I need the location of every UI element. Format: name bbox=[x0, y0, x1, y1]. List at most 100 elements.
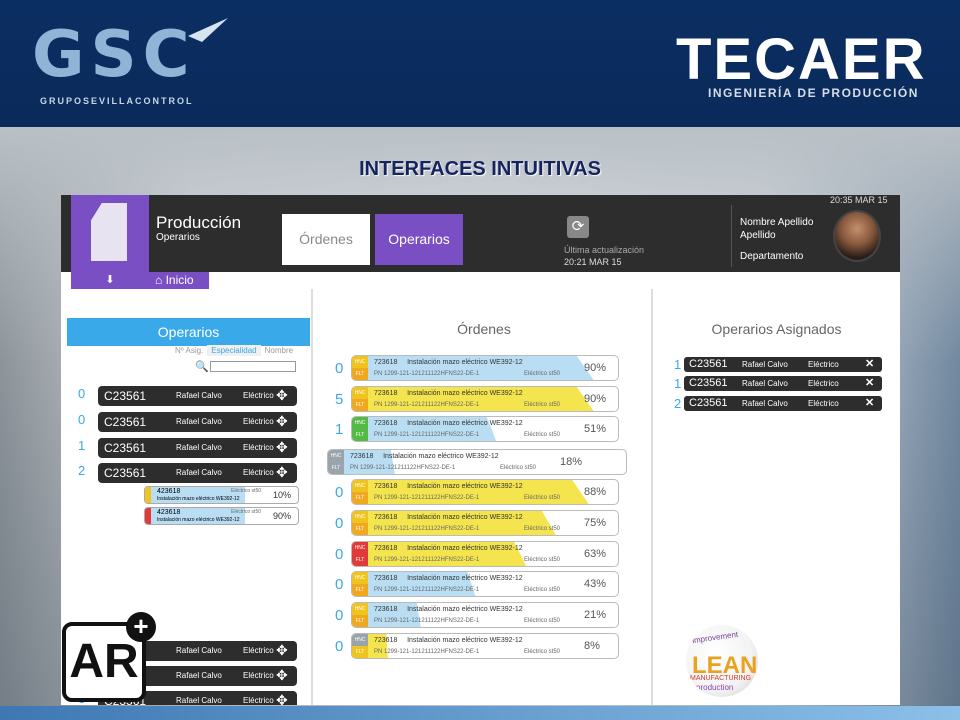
remove-icon[interactable]: ✕ bbox=[865, 397, 875, 409]
order-card[interactable]: HNC FLT 723618 Instalación mazo eléctric… bbox=[351, 541, 619, 567]
assigned-order[interactable]: 423618 Instalación mazo eléctrico WE392-… bbox=[144, 507, 299, 525]
hnc-label: HNC bbox=[352, 634, 368, 646]
order-location: Eléctrico st50 bbox=[231, 488, 262, 494]
sort-asig[interactable]: Nº Asig. bbox=[175, 346, 204, 355]
order-card[interactable]: HNC FLT 723618 Instalación mazo eléctric… bbox=[351, 355, 619, 381]
order-row[interactable]: 0 HNC FLT 723618 Instalación mazo eléctr… bbox=[335, 571, 635, 597]
operario-specialty: Eléctrico bbox=[808, 379, 839, 388]
order-row[interactable]: 5 HNC FLT 723618 Instalación mazo eléctr… bbox=[335, 386, 635, 412]
search-icon[interactable]: 🔍 bbox=[195, 361, 209, 373]
assigned-order[interactable]: 423618 Instalación mazo eléctrico WE392-… bbox=[144, 486, 299, 504]
slide-headline: INTERFACES INTUITIVAS bbox=[359, 158, 601, 180]
drag-handle-icon[interactable]: ✥ bbox=[276, 413, 288, 429]
sort-nombre[interactable]: Nombre bbox=[264, 346, 294, 355]
assign-count: 0 bbox=[78, 412, 86, 427]
user-name: Nombre Apellido Apellido bbox=[740, 217, 814, 241]
order-card[interactable]: HNC FLT 723618 Instalación mazo eléctric… bbox=[351, 633, 619, 659]
order-pn: PN 1299-121-121211122HFNS22-DE-1 bbox=[374, 495, 480, 501]
drag-handle-icon[interactable]: ✥ bbox=[276, 667, 288, 683]
operario-specialty: Eléctrico bbox=[243, 646, 274, 655]
assigned-operario-card[interactable]: C23561 Rafael Calvo Eléctrico ✕ bbox=[684, 357, 882, 372]
progress-fill bbox=[368, 417, 497, 441]
order-percent: 8% bbox=[584, 640, 600, 652]
hnc-label: HNC bbox=[352, 387, 368, 399]
assigned-operario-card[interactable]: C23561 Rafael Calvo Eléctrico ✕ bbox=[684, 396, 882, 411]
operario-code: C23561 bbox=[689, 397, 728, 409]
order-pn: PN 1299-121-121211122HFNS22-DE-1 bbox=[350, 465, 456, 471]
order-code-desc: 723618 Instalación mazo eléctrico WE392-… bbox=[374, 359, 523, 366]
operario-card[interactable]: C23561 Rafael Calvo Eléctrico ✥ bbox=[98, 412, 297, 432]
home-button[interactable]: ⌂ Inicio bbox=[149, 272, 209, 289]
order-code: 423618 bbox=[157, 488, 181, 495]
order-location: Eléctrico st50 bbox=[524, 557, 561, 563]
user-department: Departamento bbox=[740, 251, 804, 262]
assign-count: 2 bbox=[674, 396, 682, 411]
assigned-operario-card[interactable]: C23561 Rafael Calvo Eléctrico ✕ bbox=[684, 376, 882, 391]
document-icon[interactable] bbox=[71, 195, 149, 272]
operario-card[interactable]: C23561 Rafael Calvo Eléctrico ✥ bbox=[98, 463, 297, 483]
order-card[interactable]: HNC FLT 723618 Instalación mazo eléctric… bbox=[351, 416, 619, 442]
assigned-operario-row[interactable]: 1 C23561 Rafael Calvo Eléctrico ✕ bbox=[674, 357, 882, 372]
order-row[interactable]: 0 HNC FLT 723618 Instalación mazo eléctr… bbox=[335, 541, 635, 567]
order-card[interactable]: HNC FLT 723618 Instalación mazo eléctric… bbox=[351, 386, 619, 412]
operario-specialty: Eléctrico bbox=[243, 391, 274, 400]
order-card[interactable]: HNC FLT 723618 Instalación mazo eléctric… bbox=[351, 479, 619, 505]
asignados-panel: Operarios Asignados 1 C23561 Rafael Calv… bbox=[653, 289, 900, 705]
assign-count: 1 bbox=[335, 421, 344, 438]
order-row[interactable]: 0 HNC FLT 723618 Instalación mazo eléctr… bbox=[335, 510, 635, 536]
search-input[interactable] bbox=[210, 361, 296, 372]
order-row[interactable]: 1 HNC FLT 723618 Instalación mazo eléctr… bbox=[335, 416, 635, 442]
hnc-label: HNC bbox=[352, 603, 368, 615]
assign-count: 0 bbox=[335, 607, 344, 624]
order-location: Eléctrico st50 bbox=[524, 649, 561, 655]
flt-label: FLT bbox=[352, 646, 368, 658]
operario-row[interactable]: 0 C23561 Rafael Calvo Eléctrico ✥ bbox=[78, 412, 297, 432]
sync-icon[interactable]: ⟳ bbox=[567, 216, 589, 238]
remove-icon[interactable]: ✕ bbox=[865, 358, 875, 370]
order-code-desc: 723618 Instalación mazo eléctrico WE392-… bbox=[374, 420, 523, 427]
order-row[interactable]: 0 HNC FLT 723618 Instalación mazo eléctr… bbox=[335, 355, 635, 381]
order-percent: 75% bbox=[584, 517, 607, 529]
order-card[interactable]: HNC FLT 723618 Instalación mazo eléctric… bbox=[327, 449, 627, 475]
operario-name: Rafael Calvo bbox=[742, 399, 788, 408]
operario-card[interactable]: C23561 Rafael Calvo Eléctrico ✥ bbox=[98, 438, 297, 458]
order-pn: PN 1299-121-121211122HFNS22-DE-1 bbox=[374, 526, 480, 532]
order-row[interactable]: 0 HNC FLT 723618 Instalación mazo eléctr… bbox=[335, 479, 635, 505]
operario-row[interactable]: 0 C23561 Rafael Calvo Eléctrico ✥ bbox=[78, 386, 297, 406]
operario-specialty: Eléctrico bbox=[243, 417, 274, 426]
assign-count: 5 bbox=[335, 391, 344, 408]
down-arrow-button[interactable]: ⬇ bbox=[71, 272, 149, 289]
order-card[interactable]: HNC FLT 723618 Instalación mazo eléctric… bbox=[351, 510, 619, 536]
order-row[interactable]: 0 HNC FLT 723618 Instalación mazo eléctr… bbox=[335, 633, 635, 659]
assigned-operario-row[interactable]: 1 C23561 Rafael Calvo Eléctrico ✕ bbox=[674, 376, 882, 391]
header-banner: GSC GRUPOSEVILLACONTROL TECAER INGENIERÍ… bbox=[0, 0, 960, 127]
order-card[interactable]: HNC FLT 723618 Instalación mazo eléctric… bbox=[351, 602, 619, 628]
progress-fill bbox=[368, 356, 595, 380]
drag-handle-icon[interactable]: ✥ bbox=[276, 439, 288, 455]
tab-operarios[interactable]: Operarios bbox=[375, 214, 463, 265]
operario-row[interactable]: 2 C23561 Rafael Calvo Eléctrico ✥ bbox=[78, 463, 297, 483]
assigned-operario-row[interactable]: 2 C23561 Rafael Calvo Eléctrico ✕ bbox=[674, 396, 882, 411]
tab-ordenes[interactable]: Órdenes bbox=[282, 214, 370, 265]
avatar[interactable] bbox=[833, 210, 881, 262]
order-row[interactable]: 3 HNC FLT 723618 Instalación mazo eléctr… bbox=[327, 449, 635, 475]
order-desc: Instalación mazo eléctrico WE392-12 bbox=[157, 517, 240, 523]
order-location: Eléctrico st50 bbox=[524, 432, 561, 438]
drag-handle-icon[interactable]: ✥ bbox=[276, 642, 288, 658]
operario-code: C23561 bbox=[104, 441, 147, 455]
drag-handle-icon[interactable]: ✥ bbox=[276, 692, 288, 705]
order-row[interactable]: 0 HNC FLT 723618 Instalación mazo eléctr… bbox=[335, 602, 635, 628]
order-percent: 88% bbox=[584, 486, 607, 498]
flt-label: FLT bbox=[352, 429, 368, 441]
operario-name: Rafael Calvo bbox=[176, 417, 222, 426]
order-percent: 63% bbox=[584, 548, 607, 560]
hnc-label: HNC bbox=[352, 356, 368, 368]
remove-icon[interactable]: ✕ bbox=[865, 377, 875, 389]
sort-especialidad[interactable]: Especialidad bbox=[207, 345, 261, 356]
order-card[interactable]: HNC FLT 723618 Instalación mazo eléctric… bbox=[351, 571, 619, 597]
operario-card[interactable]: C23561 Rafael Calvo Eléctrico ✥ bbox=[98, 386, 297, 406]
operario-row[interactable]: 1 C23561 Rafael Calvo Eléctrico ✥ bbox=[78, 438, 297, 458]
drag-handle-icon[interactable]: ✥ bbox=[276, 464, 288, 480]
drag-handle-icon[interactable]: ✥ bbox=[276, 387, 288, 403]
bottom-strip bbox=[0, 706, 960, 720]
